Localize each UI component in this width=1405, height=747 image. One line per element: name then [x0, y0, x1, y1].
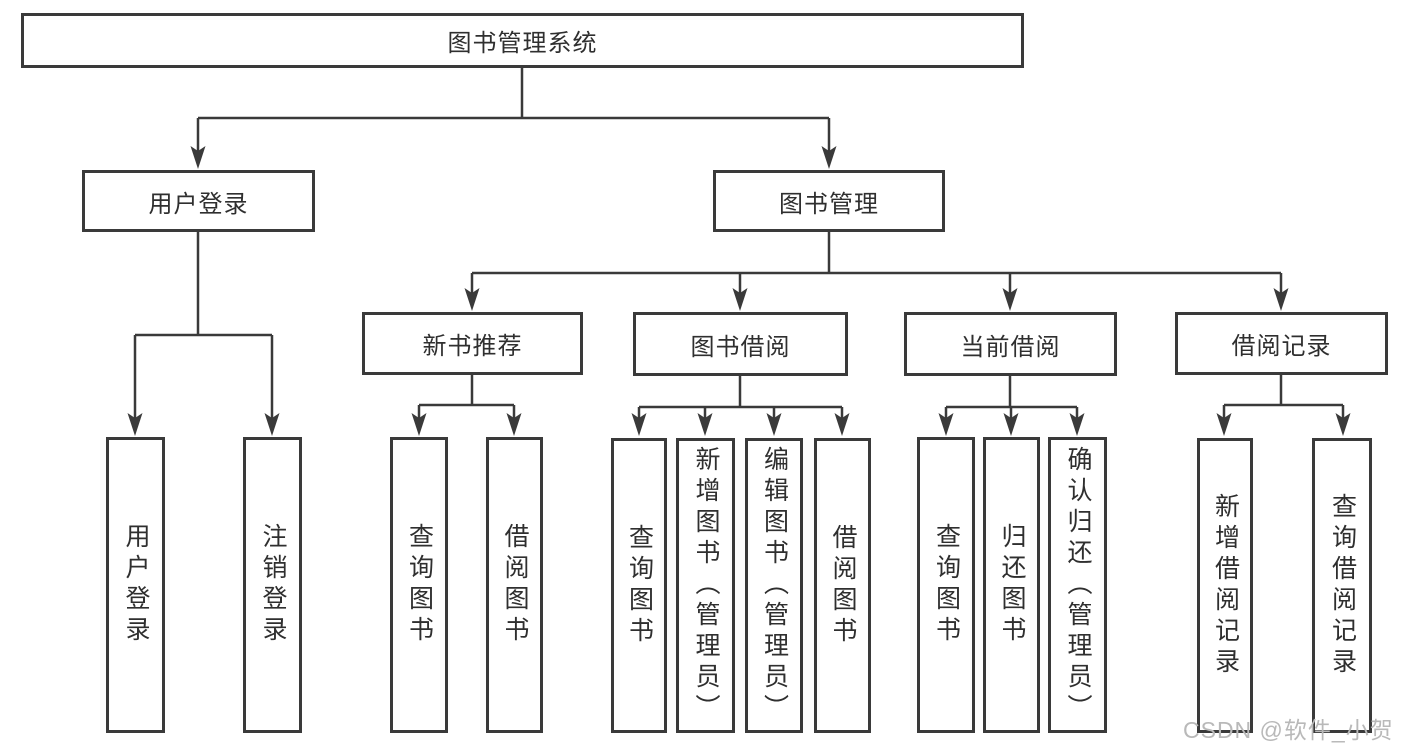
node-leaf-logout: 注销登录	[243, 437, 302, 733]
node-leaf-query-books-2-label: 查询图书	[625, 523, 654, 648]
node-leaf-query-books-1: 查询图书	[390, 437, 448, 733]
node-user-login-label: 用户登录	[148, 190, 249, 218]
edge-newbookrec-trunk	[417, 375, 516, 418]
node-book-management-label: 图书管理	[779, 190, 879, 218]
node-user-login: 用户登录	[82, 170, 315, 232]
node-leaf-borrow-books-2-label: 借阅图书	[829, 523, 857, 648]
node-leaf-return-books: 归还图书	[983, 437, 1040, 733]
node-current-borrowing-label: 当前借阅	[960, 333, 1061, 361]
node-leaf-add-borrow-record: 新增借阅记录	[1197, 438, 1253, 733]
node-root: 图书管理系统	[21, 13, 1024, 68]
node-leaf-borrow-books-2: 借阅图书	[814, 438, 871, 733]
csdn-watermark: CSDN @软件_小贺同学	[1183, 717, 1394, 743]
node-borrowing-records-label: 借阅记录	[1231, 333, 1332, 360]
node-new-book-recommend: 新书推荐	[362, 312, 583, 375]
node-leaf-confirm-return-admin: 确认归还（管理员）	[1048, 437, 1107, 733]
node-leaf-edit-books-admin-label: 编辑图书（管理员）	[760, 446, 789, 725]
edge-borrowrecords-trunk	[1222, 375, 1345, 418]
arrowheads	[127, 146, 1351, 436]
node-leaf-query-books-2: 查询图书	[611, 438, 667, 733]
node-book-management: 图书管理	[713, 170, 945, 232]
node-leaf-user-login-label: 用户登录	[122, 523, 150, 647]
node-book-borrowing: 图书借阅	[633, 312, 848, 376]
node-new-book-recommend-label: 新书推荐	[422, 333, 523, 360]
node-leaf-query-books-3: 查询图书	[917, 437, 975, 733]
node-leaf-query-books-3-label: 查询图书	[932, 523, 961, 647]
node-leaf-add-books-admin: 新增图书（管理员）	[676, 438, 735, 733]
node-leaf-add-borrow-record-label: 新增借阅记录	[1211, 492, 1240, 679]
node-leaf-borrow-books-1: 借阅图书	[486, 437, 543, 733]
node-leaf-return-books-label: 归还图书	[998, 523, 1026, 647]
edge-root-trunk	[196, 68, 831, 151]
node-leaf-edit-books-admin: 编辑图书（管理员）	[745, 438, 803, 733]
node-leaf-user-login: 用户登录	[106, 437, 165, 733]
node-leaf-query-books-1-label: 查询图书	[405, 523, 434, 647]
node-leaf-add-books-admin-label: 新增图书（管理员）	[692, 446, 720, 725]
edge-bookmgmt-trunk	[470, 232, 1283, 293]
node-leaf-logout-label: 注销登录	[259, 523, 287, 647]
node-leaf-query-borrow-record: 查询借阅记录	[1312, 438, 1372, 733]
node-current-borrowing: 当前借阅	[904, 312, 1117, 376]
node-root-label: 图书管理系统	[447, 30, 598, 57]
node-leaf-query-borrow-record-label: 查询借阅记录	[1328, 492, 1357, 679]
edge-bookborrow-trunk	[637, 376, 844, 418]
node-book-borrowing-label: 图书借阅	[690, 333, 791, 361]
node-borrowing-records: 借阅记录	[1175, 312, 1388, 375]
edge-userlogin-trunk	[133, 232, 274, 418]
edge-currentborrow-trunk	[944, 376, 1079, 418]
node-leaf-borrow-books-1-label: 借阅图书	[501, 523, 529, 647]
node-leaf-confirm-return-admin-label: 确认归还（管理员）	[1064, 445, 1092, 725]
